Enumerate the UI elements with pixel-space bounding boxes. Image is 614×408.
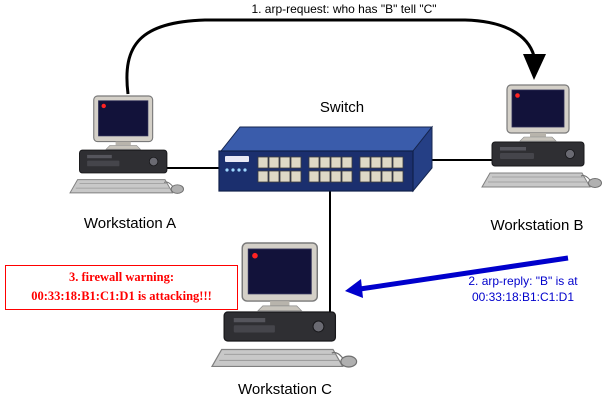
switch-top-face xyxy=(219,126,434,152)
switch-port xyxy=(290,170,302,183)
workstation-b-icon xyxy=(481,84,603,189)
switch-port xyxy=(308,170,320,183)
switch-led xyxy=(225,168,229,172)
switch-port xyxy=(268,170,280,183)
switch-port xyxy=(308,156,320,169)
switch-port xyxy=(341,170,353,183)
switch-led xyxy=(243,168,247,172)
arp-reply-arrow xyxy=(359,255,569,292)
switch-port xyxy=(370,156,382,169)
switch-port xyxy=(319,170,331,183)
firewall-warning-box: 3. firewall warning: 00:33:18:B1:C1:D1 i… xyxy=(5,265,238,310)
switch-port xyxy=(319,156,331,169)
switch-led xyxy=(231,168,235,172)
arp-request-arrow xyxy=(125,18,536,95)
switch-icon xyxy=(218,125,434,193)
switch-port xyxy=(279,170,291,183)
arp-reply-line1: 2. arp-reply: "B" is at xyxy=(468,274,578,288)
arp-reply-line2: 00:33:18:B1:C1:D1 xyxy=(471,290,575,304)
workstation-c-label: Workstation C xyxy=(238,381,332,398)
workstation-b-label: Workstation B xyxy=(490,217,584,234)
switch-port xyxy=(257,156,269,169)
switch-port xyxy=(381,170,393,183)
switch-port xyxy=(392,170,404,183)
switch-port xyxy=(279,156,291,169)
firewall-warning-line2: 00:33:18:B1:C1:D1 is attacking!!! xyxy=(31,289,212,303)
switch-port xyxy=(330,170,342,183)
switch-logo xyxy=(225,156,249,162)
workstation-a-icon xyxy=(69,95,185,194)
firewall-warning-line1: 3. firewall warning: xyxy=(69,270,174,284)
switch-port xyxy=(392,156,404,169)
arp-reply-arrowhead-icon xyxy=(345,279,363,298)
switch-port xyxy=(268,156,280,169)
switch-port xyxy=(330,156,342,169)
arp-reply-label: 2. arp-reply: "B" is at 00:33:18:B1:C1:D… xyxy=(438,273,608,305)
switch-port xyxy=(359,156,371,169)
switch-port xyxy=(370,170,382,183)
workstation-a-label: Workstation A xyxy=(83,215,177,232)
switch-led xyxy=(237,168,241,172)
switch-label: Switch xyxy=(319,99,365,116)
switch-ports xyxy=(257,156,404,183)
switch-port xyxy=(359,170,371,183)
arp-request-label: 1. arp-request: who has "B" tell "C" xyxy=(251,2,437,16)
switch-port xyxy=(341,156,353,169)
switch-port xyxy=(381,156,393,169)
switch-port xyxy=(290,156,302,169)
arp-request-arrowhead-icon xyxy=(523,54,546,80)
switch-port xyxy=(257,170,269,183)
